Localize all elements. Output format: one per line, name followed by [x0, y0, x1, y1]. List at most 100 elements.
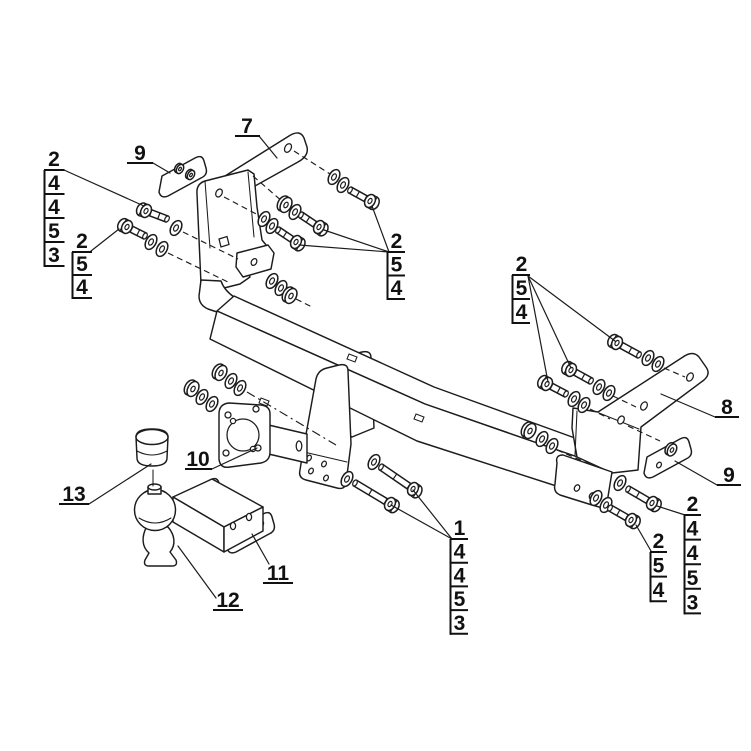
washer — [144, 233, 158, 251]
fastener-stack-bottom_right_inner: 254 — [635, 524, 667, 603]
leader-line — [660, 393, 716, 418]
bolt — [116, 217, 148, 240]
leader-line — [527, 275, 616, 342]
leader-line — [298, 244, 390, 253]
washer — [336, 176, 350, 194]
bolt — [352, 479, 400, 514]
leader-line — [371, 205, 390, 253]
part-number-label: 9 — [134, 142, 146, 165]
washer — [367, 453, 381, 471]
washer — [567, 390, 581, 408]
washer — [592, 378, 606, 396]
part-number-label: 4 — [653, 579, 665, 602]
part-crossbar-tube — [209, 295, 606, 498]
leader-line — [390, 504, 453, 540]
washer — [577, 396, 591, 414]
part-number-label: 4 — [454, 564, 466, 587]
callout-9: 9 — [674, 460, 741, 487]
part-number-label: 12 — [216, 589, 239, 612]
projection-line — [627, 425, 661, 442]
part-number-label: 4 — [687, 518, 699, 541]
part-number-label: 3 — [687, 591, 699, 614]
leader-line — [527, 275, 549, 383]
nut — [281, 286, 298, 305]
part-number-label: 2 — [653, 530, 665, 553]
nut — [184, 168, 196, 181]
washer — [265, 272, 279, 290]
nut — [173, 162, 185, 175]
fastener-stack-upper_right: 254 — [511, 253, 616, 383]
washer — [535, 430, 549, 448]
part-towball-12 — [133, 478, 264, 567]
part-number-label: 2 — [687, 493, 699, 516]
structure — [133, 132, 709, 567]
projection-line — [556, 449, 595, 467]
fastener-stack-left: 254 — [71, 228, 120, 299]
part-number-label: 10 — [186, 448, 209, 471]
bolt — [275, 226, 306, 252]
leader-line — [412, 489, 453, 540]
callout-7: 7 — [235, 115, 278, 159]
part-number-label: 4 — [48, 196, 60, 219]
callout-8: 8 — [660, 393, 739, 419]
callout-11: 11 — [251, 533, 293, 585]
bolt — [347, 186, 380, 211]
washer — [169, 219, 183, 237]
washer — [257, 210, 271, 228]
leader-line — [635, 524, 652, 552]
fastener-stack-upper_middle: 254 — [298, 205, 405, 300]
leader-line — [251, 533, 270, 565]
projection-line — [252, 175, 284, 203]
part-clamp-plate-9-left — [158, 155, 208, 198]
leader-line — [88, 463, 152, 505]
fasteners — [116, 162, 678, 530]
centerline — [246, 391, 337, 446]
projection-line — [663, 367, 686, 378]
part-number-label: 1 — [454, 517, 466, 540]
part-number-label: 5 — [76, 253, 88, 276]
bolt — [625, 485, 662, 513]
part-ball-cover-13 — [135, 428, 169, 487]
leader-line — [152, 162, 171, 174]
part-number-label: 5 — [516, 277, 528, 300]
callout-12: 12 — [177, 545, 243, 612]
washer — [195, 388, 209, 406]
washer — [641, 349, 655, 367]
nut — [520, 421, 537, 440]
callout-10: 10 — [185, 447, 258, 471]
leader-line — [211, 447, 258, 470]
washer — [589, 489, 603, 507]
projection-line — [182, 231, 239, 260]
part-socket-plate-10 — [218, 402, 271, 469]
leader-line — [323, 229, 390, 253]
nut — [276, 195, 293, 214]
bolt — [607, 504, 641, 530]
part-number-label: 4 — [391, 277, 403, 300]
leader-line — [674, 460, 718, 486]
nut — [211, 363, 228, 382]
leader-line — [63, 169, 145, 207]
projection-line — [612, 395, 637, 408]
part-number-label: 5 — [48, 220, 60, 243]
part-number-label: 11 — [267, 562, 290, 585]
washer — [651, 355, 665, 373]
part-number-label: 13 — [62, 483, 85, 506]
leader-line — [527, 275, 572, 369]
projection-line — [293, 150, 331, 175]
part-number-label: 2 — [48, 148, 60, 171]
bolt — [536, 374, 569, 398]
part-receiver-plate-front — [298, 363, 352, 490]
projection-line — [167, 252, 229, 283]
bolt — [135, 202, 170, 223]
part-number-label: 2 — [391, 230, 403, 253]
leader-line — [656, 505, 686, 516]
callout-9: 9 — [127, 142, 171, 174]
washer — [613, 474, 627, 492]
leader-line — [177, 545, 217, 599]
washer — [327, 168, 341, 186]
callout-13: 13 — [59, 463, 152, 506]
